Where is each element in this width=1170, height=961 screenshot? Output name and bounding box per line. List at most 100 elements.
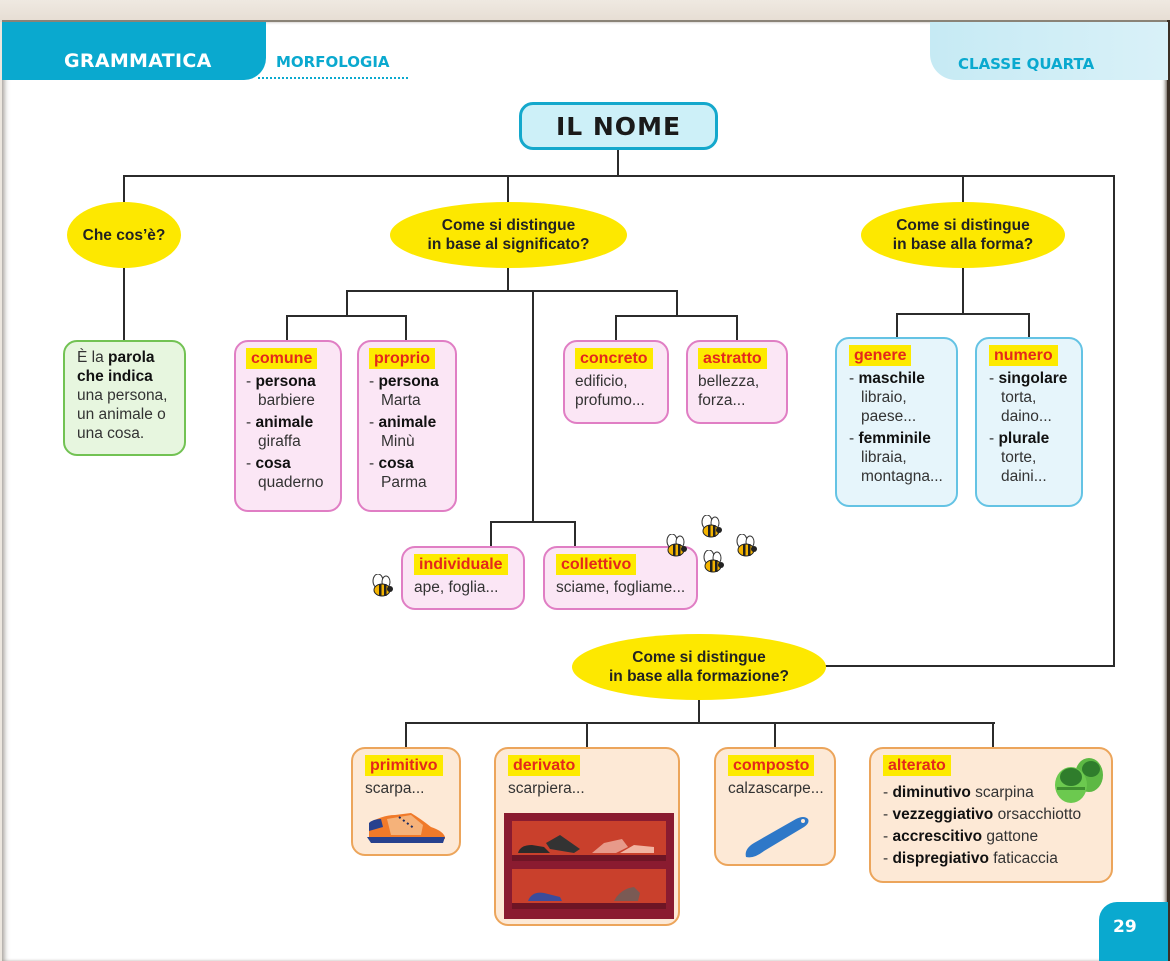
example: scarpina bbox=[975, 784, 1034, 801]
bee-icon bbox=[666, 534, 687, 557]
card-individuale: individuale ape, foglia... bbox=[401, 546, 525, 610]
connector bbox=[123, 175, 1115, 177]
sneaker-icon bbox=[367, 813, 445, 843]
connector bbox=[896, 313, 1030, 315]
connector bbox=[586, 722, 588, 748]
connector bbox=[405, 722, 995, 724]
example: torte, bbox=[1001, 449, 1037, 466]
example: libraio, bbox=[861, 389, 907, 406]
connector bbox=[574, 521, 576, 547]
card-alterato: alterato - diminutivo scarpina - vezzegg… bbox=[869, 747, 1113, 883]
kind: accrescitivo bbox=[892, 828, 983, 845]
connector bbox=[962, 265, 964, 315]
tag-collettivo: collettivo bbox=[556, 554, 637, 575]
example: daino... bbox=[1001, 408, 1052, 425]
kind: animale bbox=[378, 414, 437, 431]
tag-composto: composto bbox=[728, 755, 815, 776]
list-item: - femminile bbox=[849, 429, 944, 448]
page-number-tab: 29 bbox=[1099, 902, 1168, 961]
line: Come si distingue bbox=[896, 217, 1030, 234]
card-proprio: proprio - persona Marta - animale Minù -… bbox=[357, 340, 457, 512]
connector bbox=[1113, 175, 1115, 667]
list-item: - vezzeggiativo orsacchiotto bbox=[883, 805, 1099, 824]
grade-tab: CLASSE QUARTA bbox=[930, 22, 1168, 80]
text-bold: che indica bbox=[77, 368, 153, 385]
kind: dispregiativo bbox=[892, 850, 989, 867]
connector bbox=[490, 521, 492, 547]
connector bbox=[962, 175, 964, 205]
dash: - bbox=[883, 806, 893, 823]
bee-icon bbox=[703, 550, 724, 573]
dash: - bbox=[849, 370, 859, 387]
kind: persona bbox=[255, 373, 316, 390]
list-item: - cosa bbox=[246, 454, 330, 473]
question-text: Come si distingue in base alla formazione… bbox=[609, 648, 789, 686]
connector bbox=[490, 521, 576, 523]
dash: - bbox=[246, 414, 256, 431]
kind: persona bbox=[378, 373, 439, 390]
subsection-underline bbox=[258, 77, 408, 79]
example: scarpiera... bbox=[508, 780, 585, 797]
kind: plurale bbox=[998, 430, 1050, 447]
example: barbiere bbox=[258, 392, 315, 409]
text: un animale o bbox=[77, 406, 166, 423]
tag-proprio: proprio bbox=[369, 348, 435, 369]
kind: maschile bbox=[858, 370, 925, 387]
connector bbox=[896, 313, 898, 339]
dash: - bbox=[883, 850, 893, 867]
example: giraffa bbox=[258, 433, 301, 450]
bee-icon bbox=[372, 574, 393, 597]
example: orsacchiotto bbox=[997, 806, 1082, 823]
connector bbox=[615, 315, 738, 317]
example: profumo... bbox=[575, 392, 645, 409]
line: in base alla formazione? bbox=[608, 668, 790, 685]
main-title: IL NOME bbox=[519, 102, 718, 150]
example: montagna... bbox=[861, 468, 943, 485]
card-genere: genere - maschile libraio, paese... - fe… bbox=[835, 337, 958, 507]
example: edificio, bbox=[575, 373, 628, 390]
shoehorn-icon bbox=[745, 817, 809, 858]
connector bbox=[405, 722, 407, 748]
dash: - bbox=[883, 828, 893, 845]
example: gattone bbox=[986, 828, 1039, 845]
example: Parma bbox=[381, 474, 427, 491]
example: quaderno bbox=[258, 474, 324, 491]
list-item: - cosa bbox=[369, 454, 445, 473]
list-item: - persona bbox=[369, 372, 445, 391]
example: bellezza, bbox=[698, 373, 760, 390]
connector bbox=[346, 290, 348, 316]
connector bbox=[123, 175, 125, 205]
tag-genere: genere bbox=[849, 345, 912, 366]
question-what: Che cos’è? bbox=[67, 202, 181, 268]
example: Minù bbox=[381, 433, 415, 450]
example: calzascarpe... bbox=[728, 780, 824, 797]
connector bbox=[774, 722, 776, 748]
dash: - bbox=[369, 414, 379, 431]
example: scarpa... bbox=[365, 780, 425, 797]
kind: singolare bbox=[998, 370, 1068, 387]
kind: cosa bbox=[255, 455, 291, 472]
connector bbox=[736, 315, 738, 341]
section-title: GRAMMATICA bbox=[64, 50, 212, 72]
tag-comune: comune bbox=[246, 348, 318, 369]
tag-derivato: derivato bbox=[508, 755, 581, 776]
example: sciame, fogliame... bbox=[556, 579, 686, 596]
shoe-rack-icon bbox=[504, 813, 674, 919]
text-bold: parola bbox=[108, 349, 155, 366]
definition-box: È la parola che indica una persona, un a… bbox=[63, 340, 186, 456]
connector bbox=[617, 150, 619, 176]
card-primitivo: primitivo scarpa... bbox=[351, 747, 461, 856]
kind: femminile bbox=[858, 430, 931, 447]
page-number: 29 bbox=[1113, 917, 1137, 937]
example: forza... bbox=[698, 392, 746, 409]
page-edge bbox=[1167, 20, 1170, 961]
line: Come si distingue bbox=[632, 649, 766, 666]
connector bbox=[820, 665, 1115, 667]
connector bbox=[507, 265, 509, 291]
list-item: - diminutivo scarpina bbox=[883, 783, 1099, 802]
connector bbox=[615, 315, 617, 341]
list-item: - animale bbox=[369, 413, 445, 432]
